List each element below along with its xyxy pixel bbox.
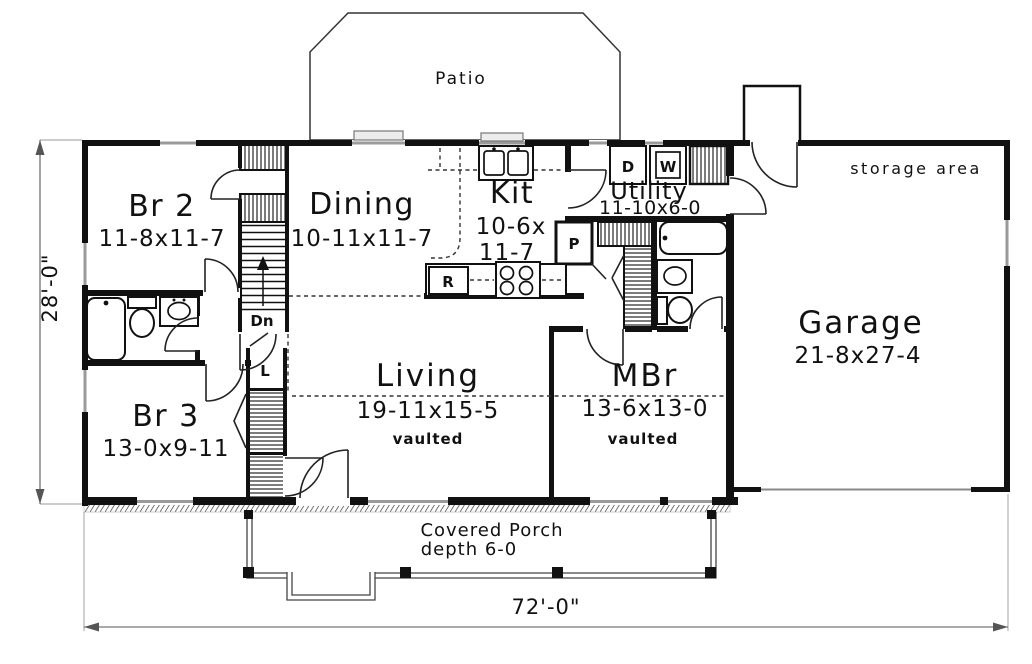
bathtub (86, 297, 126, 361)
br2-closet-door (210, 169, 241, 200)
utility-door (567, 169, 607, 209)
refrigerator (428, 266, 469, 295)
doors (164, 141, 798, 499)
porch-depth: depth 6-0 (421, 539, 518, 560)
toilet-bowl (129, 308, 155, 338)
porch-post (243, 567, 254, 578)
bathtub (659, 221, 728, 255)
br3-label: Br 3 (132, 399, 200, 434)
patio-label: Patio (435, 69, 487, 89)
mbr-label: MBr (612, 358, 679, 394)
toilet-bowl (667, 296, 693, 324)
garage-service-door (751, 141, 798, 188)
dimension-lines (35, 139, 1009, 632)
pantry-label: P (569, 235, 580, 253)
stairs-dn-label: Dn (250, 312, 273, 330)
toilet-tank (656, 296, 668, 325)
mbr-door (586, 328, 624, 366)
washer-label: W (660, 158, 677, 176)
front-door (299, 449, 349, 499)
master-bath-door (689, 296, 723, 330)
br2-door (204, 258, 239, 293)
entry-closet (250, 455, 283, 497)
porch-post (400, 567, 411, 578)
mbr-vaulted-note: vaulted (608, 430, 679, 448)
br3-dims: 13-0x9-11 (102, 436, 229, 462)
entry-closet-door (284, 457, 324, 497)
closets (250, 144, 730, 497)
mbr-closet-door (611, 254, 625, 302)
utility-dims: 11-10x6-0 (599, 197, 701, 219)
garage-entry-door (729, 177, 767, 215)
utility-fixtures (609, 145, 687, 185)
appliance-r-label: R (442, 273, 454, 291)
range (495, 261, 541, 299)
ceiling-break-lines (287, 295, 726, 397)
br2-dims: 11-8x11-7 (98, 226, 225, 252)
hall-closet (597, 221, 653, 247)
living-label: Living (376, 358, 480, 394)
covered-porch-structure (243, 510, 717, 601)
toilet-tank (127, 296, 157, 309)
vanity (159, 296, 199, 327)
storage-area-label: storage area (850, 159, 982, 178)
mbr-dims: 13-6x13-0 (581, 396, 708, 422)
front-sill-strip (83, 503, 731, 513)
kitchen-window-marker (480, 132, 524, 142)
windows (82, 130, 1010, 505)
porch-post (705, 567, 716, 578)
stairs (239, 143, 288, 314)
garage-vestibule-outline (742, 84, 802, 144)
hall-bath-door (164, 317, 199, 352)
linen-label: L (260, 362, 270, 380)
utility-label: Utility (610, 177, 688, 205)
mbr-closet (623, 245, 653, 329)
br2-label: Br 2 (128, 189, 196, 224)
dryer-box (609, 145, 647, 185)
linen-closet-door (249, 332, 269, 347)
garage-label: Garage (798, 305, 924, 341)
basement-stairs-door (239, 333, 277, 371)
dining-label: Dining (309, 187, 415, 222)
garage-dims: 21-8x27-4 (794, 343, 921, 369)
br3-door (205, 363, 244, 402)
living-vaulted-note: vaulted (393, 430, 464, 448)
kitchen-dims-line2: 11-7 (479, 240, 535, 266)
utility-closet (688, 144, 730, 186)
overall-width-dim: 72'-0" (511, 595, 580, 619)
porch-post (552, 567, 563, 578)
master-bath-fixtures (656, 221, 728, 325)
dryer-label: D (622, 158, 634, 176)
kitchen-label: Kit (490, 176, 534, 211)
kitchen-fixtures (425, 145, 567, 299)
pantry (554, 220, 607, 280)
overall-depth-dim: 28'-0" (38, 253, 62, 322)
br3-closet-door (233, 393, 247, 449)
porch-post (244, 510, 253, 519)
living-dims: 19-11x15-5 (357, 398, 500, 424)
porch-post (707, 510, 716, 519)
hall-bath-fixtures (86, 296, 199, 361)
br3-closet (250, 392, 283, 452)
patio-slider-marker (353, 130, 404, 141)
porch-label: Covered Porch (420, 520, 563, 541)
kitchen-dims-line1: 10-6x (476, 214, 547, 240)
dining-dims: 10-11x11-7 (291, 226, 434, 252)
